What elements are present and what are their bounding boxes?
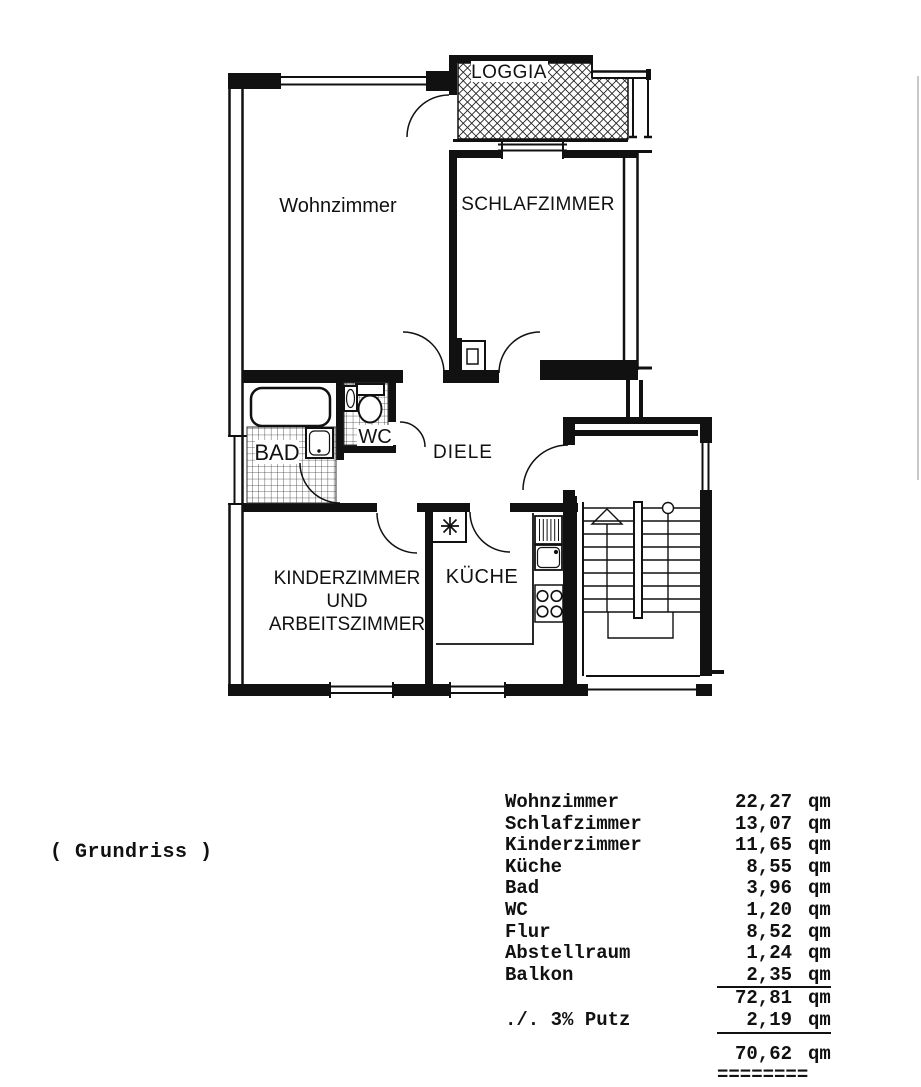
row-value: 11,65 bbox=[734, 834, 792, 857]
label-kinderzimmer-3: ARBEITSZIMMER bbox=[269, 614, 425, 635]
row-value: 3,96 bbox=[746, 877, 792, 900]
label-diele: DIELE bbox=[433, 442, 493, 463]
label-wohnzimmer: Wohnzimmer bbox=[279, 195, 397, 217]
bathtub bbox=[249, 386, 332, 428]
interior-walls bbox=[242, 141, 724, 684]
door-entrance bbox=[522, 444, 569, 491]
row-label: Flur bbox=[505, 920, 551, 943]
row-value: 13,07 bbox=[734, 812, 792, 835]
table-total-separator: ======== bbox=[505, 1065, 831, 1087]
label-kinderzimmer-1: KINDERZIMMER bbox=[274, 568, 421, 589]
table-row: Schlafzimmer 13,07 qm bbox=[505, 812, 831, 836]
row-value: 22,27 bbox=[734, 791, 792, 813]
row-label: Kinderzimmer bbox=[505, 834, 642, 857]
row-unit: qm bbox=[808, 920, 831, 943]
label-kueche: KÜCHE bbox=[446, 566, 519, 588]
subtotal-unit: qm bbox=[808, 987, 831, 1010]
door-kinderzimmer bbox=[376, 512, 418, 554]
row-unit: qm bbox=[808, 877, 831, 900]
stair-up-arrow bbox=[590, 508, 624, 612]
row-unit: qm bbox=[808, 942, 831, 965]
total-value: 70,62 bbox=[734, 1042, 792, 1065]
row-unit: qm bbox=[808, 898, 831, 921]
shaft bbox=[460, 340, 486, 372]
table-row: Kinderzimmer 11,65 qm bbox=[505, 835, 831, 857]
door-bad bbox=[299, 462, 341, 504]
row-value: 8,55 bbox=[746, 855, 792, 878]
window-schlafzimmer bbox=[498, 141, 567, 159]
label-loggia: LOGGIA bbox=[471, 62, 547, 83]
window-kinderzimmer bbox=[324, 682, 399, 698]
stair-direction-circle bbox=[661, 501, 675, 612]
total-unit: qm bbox=[808, 1042, 831, 1065]
row-unit: qm bbox=[808, 963, 831, 986]
staircase bbox=[582, 501, 700, 676]
row-unit: qm bbox=[808, 812, 831, 835]
table-row: Wohnzimmer 22,27 qm bbox=[505, 791, 831, 814]
scan-edge-artifact bbox=[917, 76, 919, 480]
window-kueche bbox=[444, 682, 511, 698]
door-wc bbox=[399, 421, 426, 448]
deduction-value: 2,19 bbox=[746, 1008, 792, 1031]
table-total-row: 70,62 qm bbox=[505, 1042, 831, 1066]
room-labels: LOGGIA Wohnzimmer SCHLAFZIMMER BAD WC DI… bbox=[254, 61, 614, 635]
table-row: WC 1,20 qm bbox=[505, 898, 831, 922]
floor-plan: LOGGIA Wohnzimmer SCHLAFZIMMER BAD WC DI… bbox=[228, 55, 724, 698]
exterior-walls bbox=[228, 55, 712, 698]
abstellraum-cell bbox=[433, 512, 467, 543]
table-subtotal-row: 72,81 qm bbox=[505, 988, 831, 1010]
row-unit: qm bbox=[808, 791, 831, 813]
row-unit: qm bbox=[808, 834, 831, 857]
star-symbol bbox=[441, 517, 459, 535]
stove bbox=[534, 584, 564, 623]
row-label: Abstellraum bbox=[505, 942, 631, 965]
row-value: 2,35 bbox=[746, 963, 792, 986]
door-wohnzimmer bbox=[402, 331, 445, 374]
label-bad: BAD bbox=[254, 440, 299, 465]
wc-sink bbox=[343, 385, 358, 412]
label-kinderzimmer-2: UND bbox=[326, 591, 367, 612]
door-kueche bbox=[469, 511, 511, 553]
row-label: Küche bbox=[505, 855, 563, 878]
deduction-unit: qm bbox=[808, 1008, 831, 1031]
bad-room bbox=[246, 386, 337, 504]
plan-caption: ( Grundriss ) bbox=[50, 841, 213, 864]
double-rule: ======== bbox=[717, 1064, 809, 1087]
row-unit: qm bbox=[808, 855, 831, 878]
row-value: 1,20 bbox=[746, 898, 792, 921]
bad-sink bbox=[305, 427, 334, 459]
row-label: WC bbox=[505, 898, 528, 921]
row-label: Wohnzimmer bbox=[505, 791, 620, 813]
table-row: Flur 8,52 qm bbox=[505, 920, 831, 944]
table-deduction-row: ./. 3% Putz 2,19 qm bbox=[505, 1008, 831, 1034]
doors bbox=[299, 94, 569, 554]
stair-divider bbox=[633, 501, 643, 619]
kitchen-sink bbox=[534, 544, 563, 571]
row-value: 8,52 bbox=[746, 920, 792, 943]
subtotal-value: 72,81 bbox=[734, 987, 792, 1010]
door-loggia bbox=[406, 94, 450, 138]
dish-drainer bbox=[534, 515, 563, 545]
window-treppenhaus bbox=[586, 675, 700, 691]
table-row: Bad 3,96 qm bbox=[505, 878, 831, 900]
kueche-fixtures bbox=[433, 512, 564, 645]
window-wohnzimmer bbox=[268, 73, 434, 89]
table-row: Abstellraum 1,24 qm bbox=[505, 943, 831, 965]
label-wc: WC bbox=[358, 426, 391, 448]
row-label: Schlafzimmer bbox=[505, 812, 642, 835]
window-landing bbox=[701, 441, 710, 492]
deduction-label: ./. 3% Putz bbox=[505, 1008, 631, 1031]
row-value: 1,24 bbox=[746, 942, 792, 965]
row-label: Bad bbox=[505, 877, 540, 900]
stairwell-opening bbox=[607, 612, 674, 639]
toilet bbox=[355, 383, 385, 424]
table-row: Küche 8,55 qm bbox=[505, 855, 831, 879]
window-bad bbox=[228, 435, 247, 505]
table-row-balkon: Balkon 2,35 qm bbox=[505, 963, 831, 989]
door-schlafzimmer bbox=[498, 331, 541, 374]
row-label: Balkon bbox=[505, 963, 574, 986]
label-schlafzimmer: SCHLAFZIMMER bbox=[461, 194, 615, 215]
